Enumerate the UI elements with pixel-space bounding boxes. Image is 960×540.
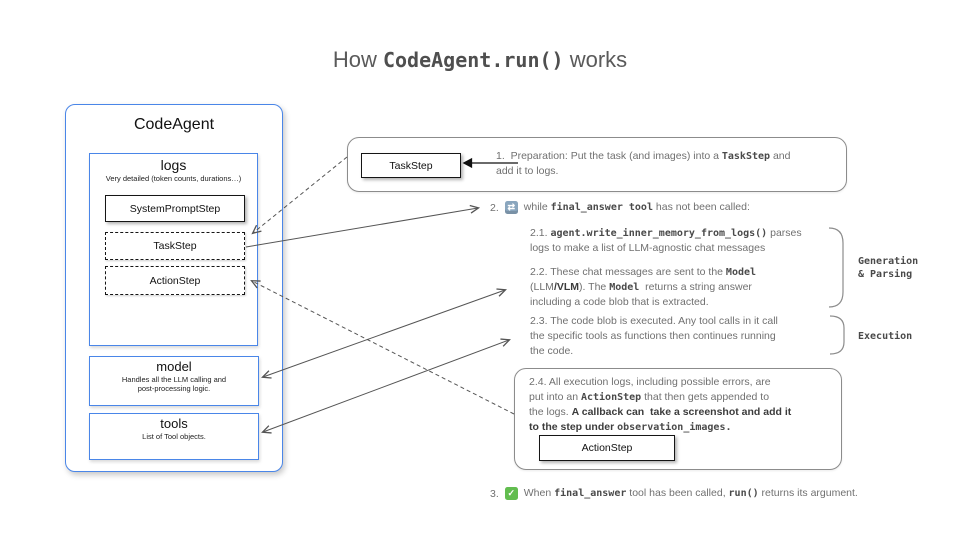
step3-text: When final_answer tool has been called, … [523,487,858,499]
execution-label: Execution [858,331,913,342]
check-icon: ✓ [504,487,518,500]
model-title: model [156,359,192,374]
generation-parsing-label: Generation & Parsing [858,256,919,280]
step1-text: 1. Preparation: Put the task (and images… [496,150,791,177]
tools-title: tools [160,416,188,431]
systempromptstep-box: SystemPromptStep [105,195,245,222]
step2-line: 2. ⇄ while final_answer tool has not bee… [490,200,750,215]
logs-subtitle: Very detailed (token counts, durations…) [105,174,242,183]
page-title: How CodeAgent.run() works [0,47,960,73]
actionstep-box-logs: ActionStep [105,266,245,295]
taskstep-box-step1: TaskStep [361,153,461,178]
step1-box: TaskStep 1. Preparation: Put the task (a… [347,137,847,192]
step3-line: 3. ✓ When final_answer tool has been cal… [490,486,858,501]
step2-number: 2. [490,201,499,214]
title-prefix: How [332,47,383,72]
repeat-icon: ⇄ [504,201,518,214]
arrow-step24-to-actionstep [250,280,515,415]
title-code: CodeAgent.run() [382,48,564,72]
step2-text: while final_answer tool has not been cal… [523,201,750,213]
actionstep-label-logs: ActionStep [149,274,201,287]
tools-subtitle: List of Tool objects. [142,432,206,441]
arrow-model-step22 [261,288,507,379]
systempromptstep-label: SystemPromptStep [129,202,221,215]
actionstep-label-step24: ActionStep [581,442,633,454]
title-suffix: works [563,47,628,72]
model-box: model Handles all the LLM calling and po… [89,356,259,406]
arrow-tools-step23 [261,338,511,434]
step21-22-block: 2.1. agent.write_inner_memory_from_logs(… [530,226,842,310]
logs-title: logs [160,157,187,173]
step24-box: 2.4. All execution logs, including possi… [514,368,842,470]
taskstep-label-step1: TaskStep [389,159,433,172]
tools-box: tools List of Tool objects. [89,413,259,460]
step23-block: 2.3. The code blob is executed. Any tool… [530,314,846,359]
step24-text: 2.4. All execution logs, including possi… [529,376,792,433]
taskstep-box-logs: TaskStep [105,232,245,260]
actionstep-box-step24: ActionStep [539,435,675,461]
step3-number: 3. [490,487,499,500]
step21-text: 2.1. agent.write_inner_memory_from_logs(… [530,227,802,254]
model-subtitle: Handles all the LLM calling and post-pro… [121,375,227,393]
codeagent-title: CodeAgent [133,116,215,133]
logs-box: logs Very detailed (token counts, durati… [89,153,258,346]
taskstep-label-logs: TaskStep [153,240,197,252]
step23-text: 2.3. The code blob is executed. Any tool… [530,315,778,357]
step22-text: 2.2. These chat messages are sent to the… [530,266,757,308]
codeagent-panel: CodeAgent logs Very detailed (token coun… [65,104,283,472]
